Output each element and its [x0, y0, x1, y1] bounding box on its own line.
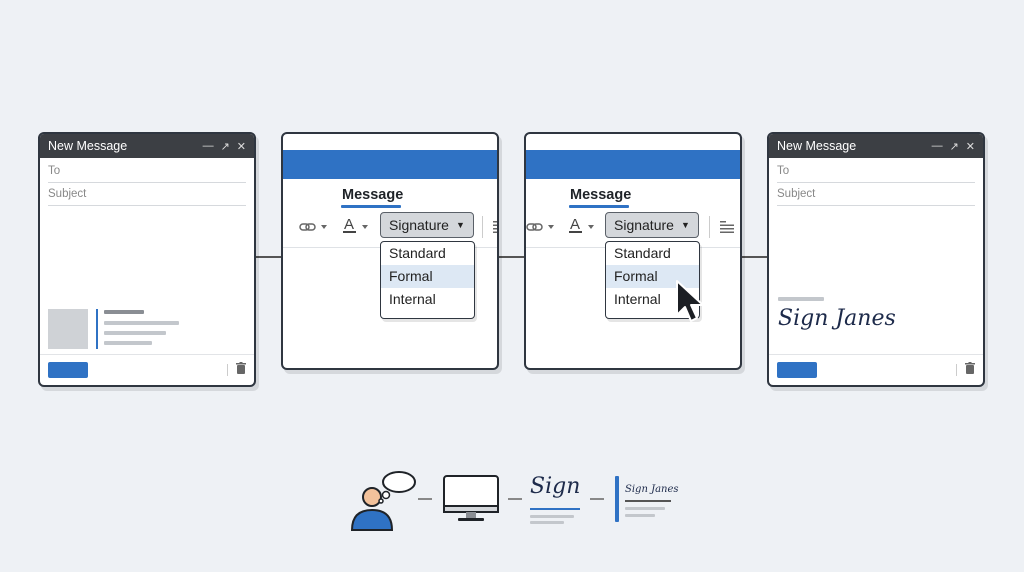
mouse-cursor-icon — [676, 280, 704, 322]
signature-dropdown: Standard Formal Internal — [605, 241, 700, 319]
compose-footer — [769, 354, 983, 385]
process-connector — [418, 498, 432, 500]
sign-word: Sign — [530, 474, 581, 499]
chevron-down-icon: ▼ — [455, 220, 465, 230]
signature-title-line — [778, 297, 824, 301]
signature-block-line — [625, 514, 655, 517]
signature-block-text: Sign Janes — [625, 484, 679, 495]
svg-text:A: A — [344, 216, 354, 233]
toolbar-divider — [709, 216, 710, 238]
compose-header: New Message — ↗ ✕ — [40, 134, 254, 158]
close-icon[interactable]: ✕ — [965, 140, 975, 153]
align-icon[interactable] — [720, 221, 734, 233]
ribbon-panel-select: Message A Signature ▼ Standard Formal In… — [524, 132, 742, 370]
process-connector — [508, 498, 522, 500]
ribbon-panel-dropdown: Message A Signature ▼ Standard Formal In… — [281, 132, 499, 370]
to-label: To — [48, 165, 61, 177]
send-button[interactable] — [777, 362, 817, 378]
send-button[interactable] — [48, 362, 88, 378]
ribbon-title-bar — [526, 150, 740, 179]
signature-block-line — [625, 507, 665, 510]
connector-line — [498, 256, 526, 258]
signature-button[interactable]: Signature ▼ — [605, 212, 699, 238]
dropdown-option-formal[interactable]: Formal — [381, 265, 474, 288]
connector-line — [255, 256, 283, 258]
to-label: To — [777, 165, 790, 177]
signature-button-label: Signature — [389, 217, 449, 233]
dropdown-option-internal[interactable]: Internal — [389, 291, 436, 307]
expand-icon[interactable]: ↗ — [220, 140, 230, 153]
dropdown-option-formal[interactable]: Formal — [606, 265, 699, 288]
expand-icon[interactable]: ↗ — [949, 140, 959, 153]
link-icon[interactable] — [299, 222, 329, 232]
footer-divider — [956, 364, 957, 376]
tab-underline — [341, 205, 401, 208]
compose-footer — [40, 354, 254, 385]
compose-header: New Message — ↗ ✕ — [769, 134, 983, 158]
footer-divider — [227, 364, 228, 376]
sign-line — [530, 515, 574, 518]
compose-window-after: New Message — ↗ ✕ To Subject — [767, 132, 985, 387]
signature-block-underline — [625, 500, 671, 502]
close-icon[interactable]: ✕ — [236, 140, 246, 153]
dropdown-option-internal[interactable]: Internal — [614, 291, 661, 307]
signature-button[interactable]: Signature ▼ — [380, 212, 474, 238]
signature-placeholder-divider — [96, 309, 98, 349]
compose-title: New Message — [48, 139, 128, 153]
align-icon[interactable] — [493, 221, 499, 233]
sign-line — [530, 521, 564, 524]
tab-underline — [569, 205, 629, 208]
subject-field[interactable]: Subject — [48, 183, 246, 206]
subject-label: Subject — [777, 188, 816, 200]
link-icon[interactable] — [526, 222, 556, 232]
computer-monitor-icon — [443, 475, 499, 521]
to-field[interactable]: To — [777, 160, 975, 183]
trash-icon[interactable] — [236, 362, 246, 374]
chevron-down-icon: ▼ — [680, 220, 690, 230]
compose-window-before: New Message — ↗ ✕ To Subject — [38, 132, 256, 387]
signature-placeholder-image — [48, 309, 88, 349]
font-color-icon[interactable]: A — [342, 216, 376, 236]
inserted-signature: Sign Janes — [778, 306, 896, 331]
placeholder-line — [104, 310, 144, 314]
person-thinking-icon — [350, 471, 416, 531]
ribbon-title-bar — [283, 150, 497, 179]
connector-line — [741, 256, 769, 258]
dropdown-option-standard[interactable]: Standard — [389, 245, 446, 261]
minimize-icon[interactable]: — — [931, 139, 943, 152]
placeholder-line — [104, 321, 179, 325]
placeholder-line — [104, 331, 166, 335]
svg-text:A: A — [570, 216, 580, 233]
subject-label: Subject — [48, 188, 87, 200]
tab-message[interactable]: Message — [570, 187, 632, 203]
compose-title: New Message — [777, 139, 857, 153]
tab-message[interactable]: Message — [342, 187, 404, 203]
trash-icon[interactable] — [965, 362, 975, 374]
process-connector — [590, 498, 604, 500]
signature-dropdown: Standard Formal Internal — [380, 241, 475, 319]
signature-block-accent — [615, 476, 619, 522]
toolbar-divider — [482, 216, 483, 238]
sign-underline — [530, 508, 580, 510]
minimize-icon[interactable]: — — [202, 139, 214, 152]
placeholder-line — [104, 341, 152, 345]
to-field[interactable]: To — [48, 160, 246, 183]
dropdown-option-standard[interactable]: Standard — [614, 245, 671, 261]
font-color-icon[interactable]: A — [568, 216, 602, 236]
signature-button-label: Signature — [614, 217, 674, 233]
subject-field[interactable]: Subject — [777, 183, 975, 206]
